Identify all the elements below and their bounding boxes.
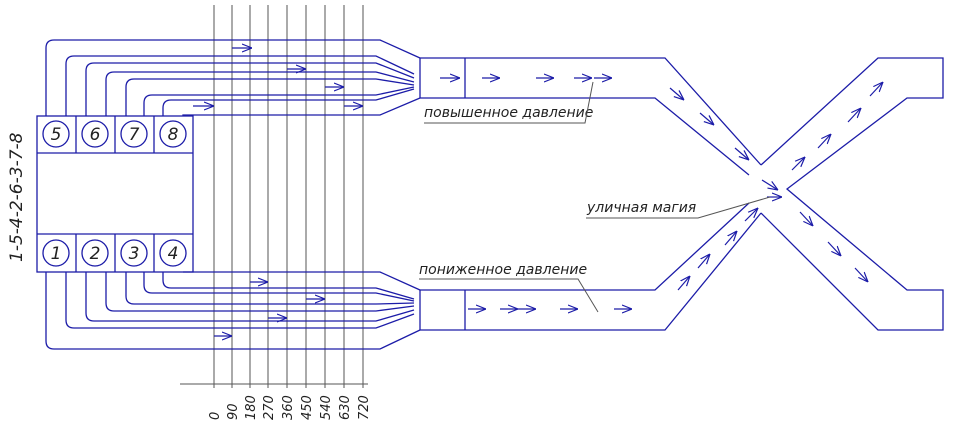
cylinder-8: 8	[159, 120, 187, 148]
street-magic-label: уличная магия	[586, 200, 696, 216]
angle-label-450: 450	[300, 395, 315, 420]
cylinder-5: 5	[42, 120, 70, 148]
cylinder-2: 2	[81, 239, 109, 267]
cylinder-3-label: 3	[129, 244, 140, 264]
high-pressure-label: повышенное давление	[424, 105, 593, 121]
callout-street-magic: уличная магия	[586, 196, 771, 219]
cylinder-3: 3	[120, 239, 148, 267]
crank-angle-labels: 0 90 180 270 360 450 540 630 720	[208, 395, 372, 420]
callout-low-pressure: пониженное давление	[419, 262, 599, 313]
cylinder-6-label: 6	[90, 125, 101, 145]
upper-runners	[45, 39, 421, 116]
cylinder-4-label: 4	[168, 244, 179, 264]
angle-label-360: 360	[281, 395, 296, 420]
angle-label-90: 90	[226, 403, 241, 420]
callout-high-pressure: повышенное давление	[424, 81, 594, 124]
firing-order-label: 1-5-4-2-6-3-7-8	[7, 132, 27, 262]
x-crossover-pipes	[419, 57, 944, 331]
cylinder-6: 6	[81, 120, 109, 148]
cylinder-row-top: 5 6 7 8	[42, 120, 187, 148]
lower-runners	[45, 271, 421, 350]
flow-arrows	[193, 48, 883, 336]
angle-label-540: 540	[319, 395, 334, 420]
cylinder-5-label: 5	[51, 125, 62, 145]
engine-block	[36, 115, 194, 273]
angle-label-720: 720	[357, 395, 372, 420]
cylinder-2-label: 2	[90, 244, 101, 264]
cylinder-7-label: 7	[129, 125, 140, 145]
angle-label-0: 0	[208, 412, 223, 420]
cylinder-8-label: 8	[168, 125, 179, 145]
angle-label-180: 180	[244, 395, 259, 420]
cylinder-1: 1	[42, 239, 70, 267]
cylinder-4: 4	[159, 239, 187, 267]
cylinder-1-label: 1	[51, 244, 62, 264]
angle-label-270: 270	[262, 395, 277, 420]
low-pressure-label: пониженное давление	[419, 262, 587, 278]
cylinder-7: 7	[120, 120, 148, 148]
cylinder-row-bottom: 1 2 3 4	[42, 239, 187, 267]
angle-label-630: 630	[338, 395, 353, 420]
